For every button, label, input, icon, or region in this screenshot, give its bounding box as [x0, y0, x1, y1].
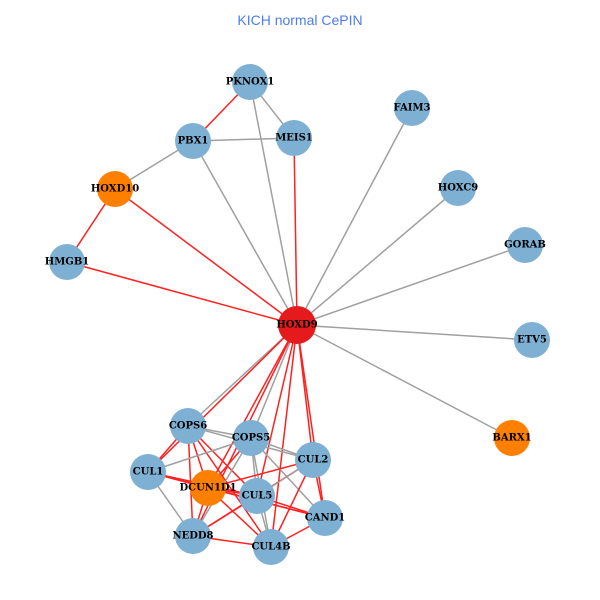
node-circle[interactable] — [239, 478, 275, 514]
node-circle[interactable] — [253, 529, 289, 565]
node-circle[interactable] — [97, 171, 133, 207]
node-circle[interactable] — [233, 420, 269, 456]
node-gorab[interactable]: GORAB — [504, 227, 546, 263]
node-circle[interactable] — [514, 322, 550, 358]
node-label: GORAB — [504, 240, 546, 251]
edge-HOXD9-ETV5 — [296, 324, 533, 341]
node-label: COPS6 — [169, 421, 207, 432]
node-circle[interactable] — [276, 120, 312, 156]
edge-HOXD9-FAIM3 — [296, 107, 413, 326]
node-faim3[interactable]: FAIM3 — [394, 90, 431, 126]
node-circle[interactable] — [170, 408, 206, 444]
node-label: CAND1 — [305, 513, 346, 524]
edge-HOXD9-GORAB — [296, 244, 526, 326]
node-cul2[interactable]: CUL2 — [295, 442, 331, 478]
edge-DCUN1D1-CUL2 — [207, 459, 314, 489]
node-circle[interactable] — [190, 470, 226, 506]
node-label: DCUN1D1 — [179, 483, 236, 494]
edge-HOXD9-HMGB1 — [66, 261, 298, 326]
node-label: NEDD8 — [172, 531, 213, 542]
node-circle[interactable] — [278, 306, 316, 344]
edge-COPS5-CAND1 — [250, 437, 326, 519]
node-circle[interactable] — [307, 500, 343, 536]
node-cand1[interactable]: CAND1 — [305, 500, 346, 536]
node-cul4b[interactable]: CUL4B — [251, 529, 291, 565]
node-meis1[interactable]: MEIS1 — [275, 120, 313, 156]
node-pknox1[interactable]: PKNOX1 — [226, 64, 275, 100]
edge-HOXD9-CUL5 — [256, 324, 298, 497]
edge-HOXD9-HOXC9 — [296, 187, 459, 326]
node-hoxc9[interactable]: HOXC9 — [438, 170, 479, 206]
node-label: PKNOX1 — [226, 77, 275, 88]
node-label: CUL1 — [133, 467, 164, 478]
edge-HOXD9-MEIS1 — [293, 137, 298, 326]
edge-HOXD9-COPS5 — [250, 324, 298, 439]
node-cops5[interactable]: COPS5 — [232, 420, 270, 456]
node-nedd8[interactable]: NEDD8 — [172, 518, 214, 554]
node-circle[interactable] — [49, 244, 85, 280]
node-circle[interactable] — [507, 227, 543, 263]
edge-HOXD9-BARX1 — [296, 324, 513, 439]
node-label: FAIM3 — [394, 103, 431, 114]
node-circle[interactable] — [295, 442, 331, 478]
edge-HOXD9-COPS6 — [187, 324, 298, 427]
node-circle[interactable] — [394, 90, 430, 126]
node-label: PBX1 — [178, 136, 209, 147]
node-label: CUL5 — [242, 491, 273, 502]
node-circle[interactable] — [175, 518, 211, 554]
node-label: HOXD10 — [91, 184, 139, 195]
node-pbx1[interactable]: PBX1 — [175, 123, 211, 159]
edge-HOXD9-CUL1 — [147, 324, 298, 473]
node-hmgb1[interactable]: HMGB1 — [45, 244, 89, 280]
chart-title: KICH normal CePIN — [237, 12, 363, 28]
node-label: CUL2 — [298, 455, 329, 466]
edge-HOXD9-PKNOX1 — [249, 81, 298, 326]
edge-HOXD9-HOXD10 — [114, 188, 298, 326]
node-circle[interactable] — [232, 64, 268, 100]
edge-COPS6-CUL4B — [187, 425, 272, 548]
node-cops6[interactable]: COPS6 — [169, 408, 207, 444]
edge-HOXD9-PBX1 — [192, 140, 298, 326]
node-cul1[interactable]: CUL1 — [130, 454, 166, 490]
node-dcun1d1[interactable]: DCUN1D1 — [179, 470, 237, 506]
node-etv5[interactable]: ETV5 — [514, 322, 550, 358]
edge-HOXD9-CUL4B — [270, 324, 298, 548]
node-circle[interactable] — [440, 170, 476, 206]
node-label: MEIS1 — [275, 133, 313, 144]
node-label: HOXD9 — [276, 320, 317, 331]
node-circle[interactable] — [175, 123, 211, 159]
node-circle[interactable] — [494, 420, 530, 456]
edge-COPS5-CUL1 — [147, 437, 252, 473]
node-label: COPS5 — [232, 433, 270, 444]
node-circle[interactable] — [130, 454, 166, 490]
node-label: HOXC9 — [438, 183, 479, 194]
node-hoxd10[interactable]: HOXD10 — [91, 171, 139, 207]
node-cul5[interactable]: CUL5 — [239, 478, 275, 514]
node-label: CUL4B — [251, 542, 290, 553]
node-barx1[interactable]: BARX1 — [492, 420, 532, 456]
node-label: ETV5 — [517, 335, 547, 346]
node-label: BARX1 — [492, 433, 531, 444]
node-label: HMGB1 — [45, 257, 89, 268]
node-hoxd9[interactable]: HOXD9 — [276, 306, 318, 344]
edge-HOXD9-CAND1 — [296, 324, 326, 519]
edge-HOXD9-DCUN1D1 — [207, 324, 298, 489]
